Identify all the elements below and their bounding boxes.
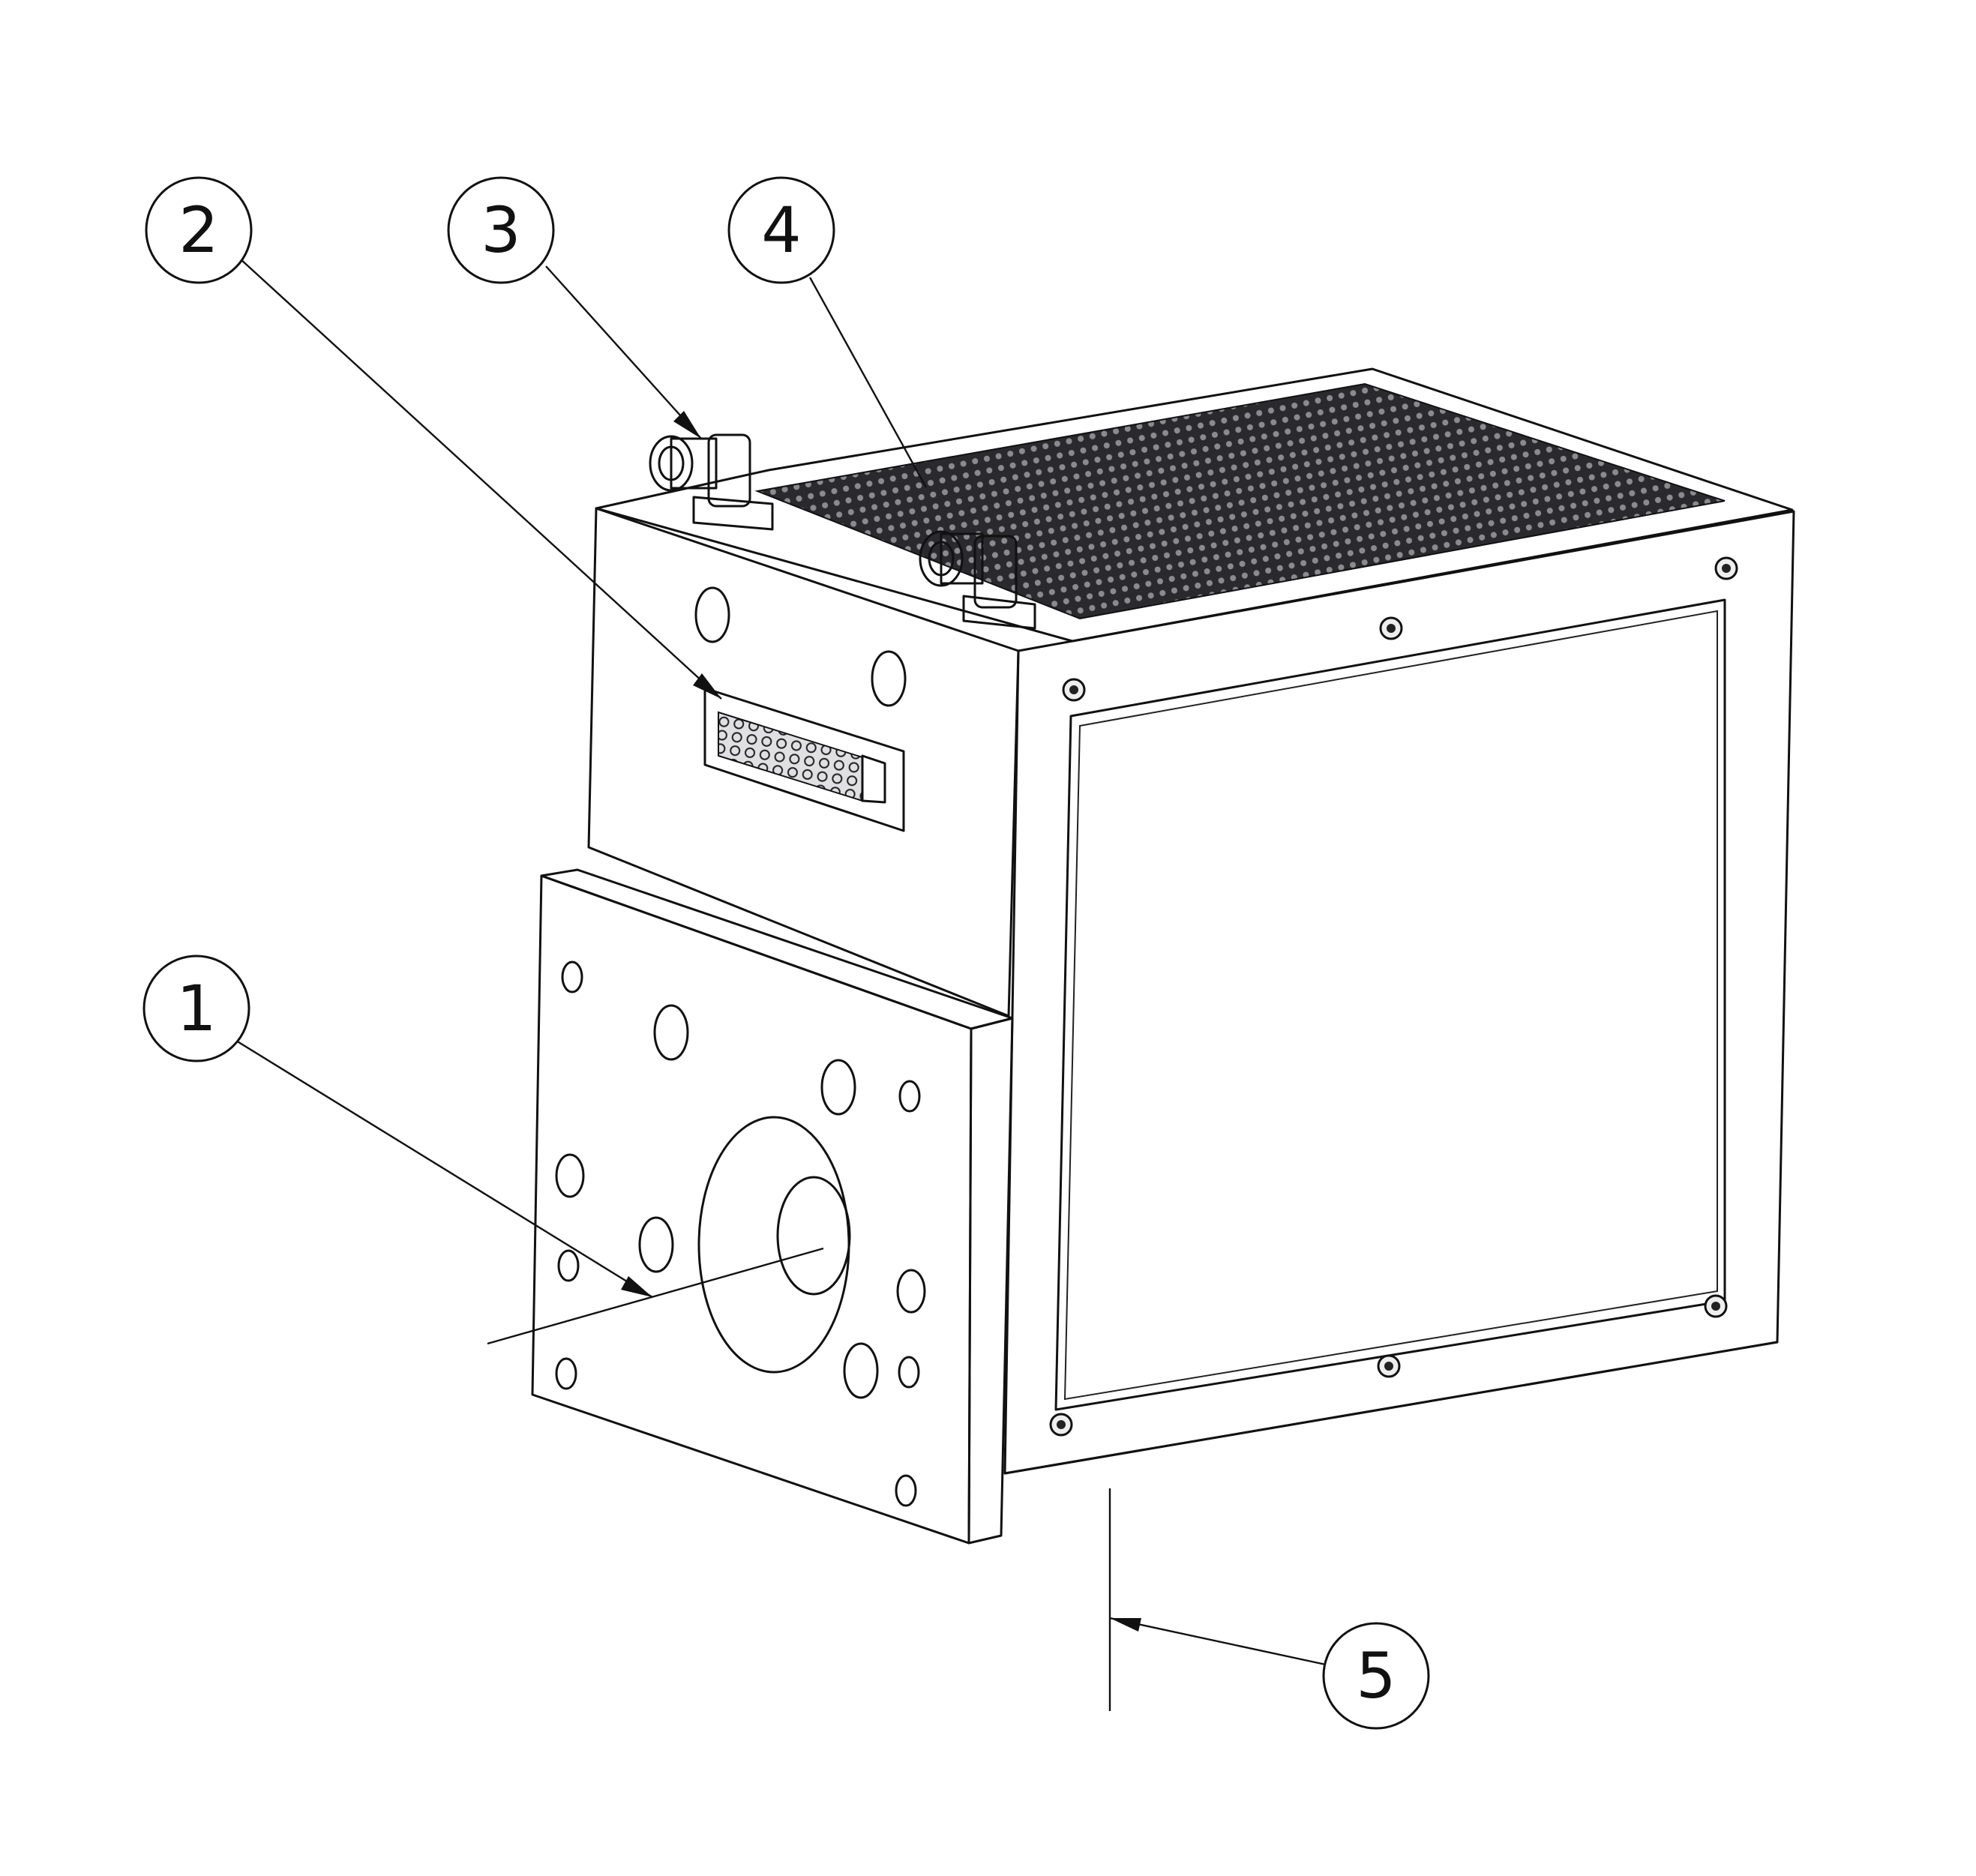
leaders — [235, 258, 1333, 1711]
screw-icon — [1062, 678, 1086, 702]
callout-balloon-1: 1 — [142, 954, 250, 1062]
panel-screws — [1049, 556, 1738, 1437]
end-panel-window-inner — [1063, 610, 1718, 1401]
d-sub-connector — [703, 687, 905, 832]
fitting-right — [919, 530, 1036, 630]
screw-icon — [1704, 1294, 1728, 1318]
base-edge — [1003, 1341, 1779, 1475]
callout-label-5: 5 — [1356, 1639, 1396, 1713]
callout-label-4: 4 — [761, 193, 801, 267]
heatsink-mesh — [754, 382, 1726, 620]
callout-balloon-3: 3 — [447, 176, 555, 284]
callout-balloon-2: 2 — [145, 176, 253, 284]
mounting-plate-top-edge — [540, 868, 1014, 1030]
callout-label-3: 3 — [481, 193, 520, 267]
housing-top-face — [595, 367, 1794, 643]
fitting-left — [649, 433, 774, 531]
upper-face-holes — [694, 586, 907, 707]
callout-balloon-5: 5 — [1322, 1622, 1430, 1730]
mounting-plate-face — [531, 874, 973, 1545]
callout-label-2: 2 — [178, 193, 218, 267]
screw-icon — [1379, 616, 1403, 640]
mounting-plate — [531, 868, 1014, 1545]
end-panel-face — [1003, 510, 1795, 1475]
end-panel-window — [1054, 598, 1726, 1411]
through-bore — [776, 1176, 851, 1296]
screw-icon — [1714, 556, 1738, 580]
counterbore — [697, 1116, 850, 1374]
callout-balloon-4: 4 — [727, 176, 835, 284]
callout-label-1: 1 — [176, 972, 216, 1045]
screw-icon — [1377, 1354, 1401, 1378]
plate-holes — [555, 960, 926, 1507]
housing — [587, 367, 1795, 1475]
screw-icon — [1049, 1413, 1073, 1437]
